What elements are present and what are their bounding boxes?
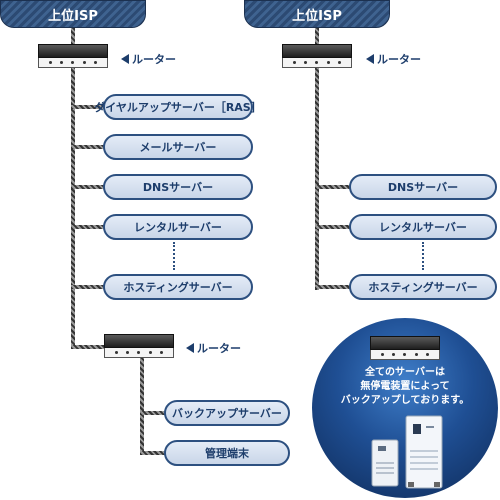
left-router-icon xyxy=(38,44,108,68)
left-server-hosting: ホスティングサーバー xyxy=(103,274,253,300)
ups-note-line-1: 全てのサーバーは xyxy=(365,367,445,378)
sub-branch-2 xyxy=(140,451,166,455)
sub-router-icon xyxy=(104,334,174,358)
sub-backup-server: バックアップサーバー xyxy=(164,400,290,426)
right-branch-1 xyxy=(315,185,351,189)
left-sub-router-branch xyxy=(71,345,105,349)
sub-trunk-line xyxy=(140,358,144,454)
left-isp: 上位ISP xyxy=(0,0,146,28)
right-ellipsis-dots xyxy=(422,242,426,270)
left-branch-5 xyxy=(71,285,105,289)
left-router-label: ルーター xyxy=(121,51,176,67)
ups-note-line-2: 無停電装置によって xyxy=(360,381,450,392)
ups-device-icon xyxy=(371,415,443,489)
right-router-icon xyxy=(282,44,352,68)
left-branch-2 xyxy=(71,145,105,149)
ups-note-line-3: バックアップしております。 xyxy=(340,395,470,406)
right-server-hosting: ホスティングサーバー xyxy=(349,274,497,300)
right-server-rental: レンタルサーバー xyxy=(349,214,497,240)
right-server-dns: DNSサーバー xyxy=(349,174,497,200)
sub-admin-terminal: 管理端末 xyxy=(164,440,290,466)
sub-pointer-icon xyxy=(186,343,194,353)
left-server-ras: ダイヤルアップサーバー［RAS］ xyxy=(94,94,262,120)
right-isp-connector xyxy=(315,28,319,44)
left-branch-3 xyxy=(71,185,105,189)
right-isp: 上位ISP xyxy=(244,0,390,28)
sub-router-label: ルーター xyxy=(186,340,241,356)
right-pointer-icon xyxy=(366,54,374,64)
left-isp-connector xyxy=(71,28,75,44)
right-trunk-line xyxy=(315,68,319,290)
right-branch-2 xyxy=(315,225,351,229)
ups-note-circle: 全てのサーバーは 無停電装置によって バックアップしております。 xyxy=(312,318,498,498)
left-pointer-icon xyxy=(121,54,129,64)
left-branch-4 xyxy=(71,225,105,229)
right-router-label: ルーター xyxy=(366,51,421,67)
left-server-mail: メールサーバー xyxy=(103,134,253,160)
sub-branch-1 xyxy=(140,411,166,415)
right-branch-3 xyxy=(315,285,351,289)
left-branch-1 xyxy=(71,105,105,109)
ups-note-text: 全てのサーバーは 無停電装置によって バックアップしております。 xyxy=(312,366,498,408)
left-server-dns: DNSサーバー xyxy=(103,174,253,200)
left-ellipsis-dots xyxy=(173,242,177,270)
left-server-rental: レンタルサーバー xyxy=(103,214,253,240)
left-trunk-line xyxy=(71,68,75,348)
ups-router-icon xyxy=(370,336,440,360)
